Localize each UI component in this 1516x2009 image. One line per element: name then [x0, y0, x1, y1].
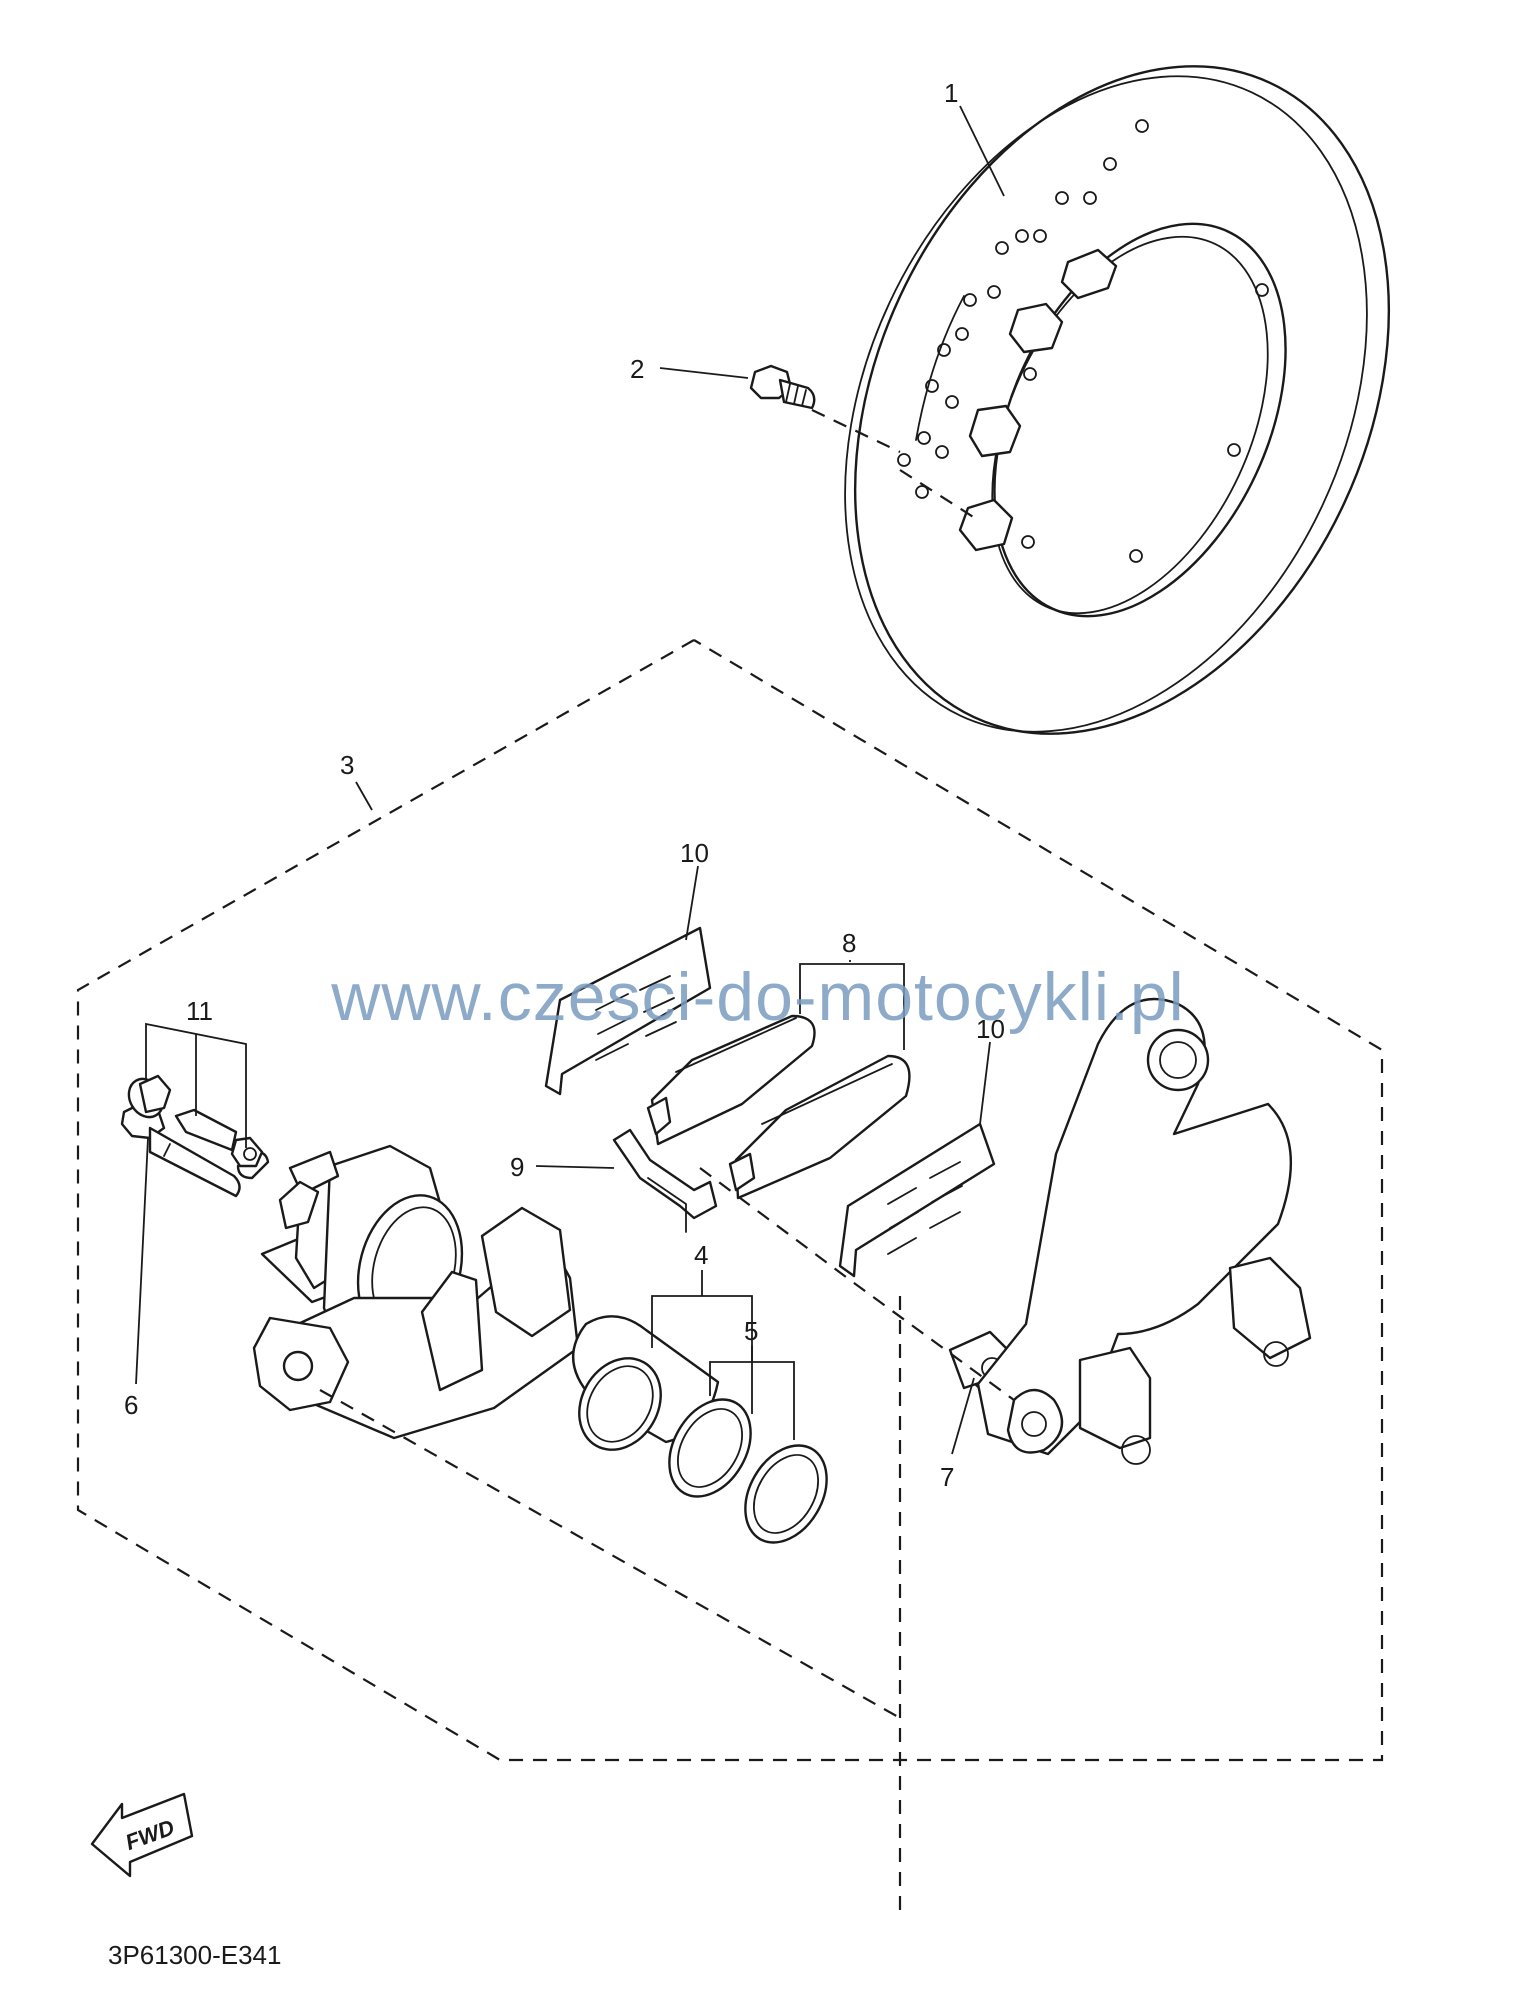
caliper-bracket — [976, 997, 1312, 1465]
callout-5: 5 — [709, 1316, 795, 1440]
callout-9: 9 — [510, 1152, 615, 1182]
callout-1: 1 — [944, 78, 1005, 197]
svg-text:5: 5 — [744, 1316, 758, 1346]
svg-text:6: 6 — [124, 1390, 138, 1420]
disc-bolt — [749, 364, 979, 521]
callout-8: 8 — [799, 928, 905, 1050]
brake-disc — [844, 65, 1391, 735]
svg-text:1: 1 — [944, 78, 958, 108]
callout-7: 7 — [940, 1377, 975, 1492]
svg-text:7: 7 — [940, 1462, 954, 1492]
svg-text:9: 9 — [510, 1152, 524, 1182]
svg-text:10: 10 — [680, 838, 709, 868]
pad-spring — [612, 1128, 718, 1233]
brake-pad-rear — [728, 1054, 911, 1200]
callout-6: 6 — [124, 1137, 149, 1420]
svg-text:10: 10 — [976, 1014, 1005, 1044]
pad-shim-lower — [838, 1122, 996, 1278]
callout-3: 3 — [340, 750, 373, 811]
pad-shim-upper — [544, 926, 712, 1096]
callout-10-lower: 10 — [976, 1014, 1005, 1125]
piston — [572, 1315, 720, 1451]
diagram-code: 3P61300-E341 — [108, 1940, 282, 1970]
svg-text:2: 2 — [630, 354, 644, 384]
fwd-arrow-icon: FWD — [90, 1792, 194, 1878]
svg-text:8: 8 — [842, 928, 856, 958]
bleed-screw-set — [127, 1074, 264, 1168]
callout-11: 11 — [145, 996, 247, 1148]
caliper-pin — [120, 1102, 241, 1198]
piston-seals — [668, 1398, 828, 1544]
svg-text:11: 11 — [186, 996, 213, 1026]
svg-text:4: 4 — [694, 1240, 708, 1270]
caliper-body — [236, 1144, 580, 1440]
callout-10-upper: 10 — [680, 838, 709, 941]
brake-pad-front — [646, 1014, 816, 1146]
caliper-assembly-outline — [76, 639, 1384, 1762]
svg-text:3: 3 — [340, 750, 354, 780]
callout-2: 2 — [630, 354, 749, 384]
